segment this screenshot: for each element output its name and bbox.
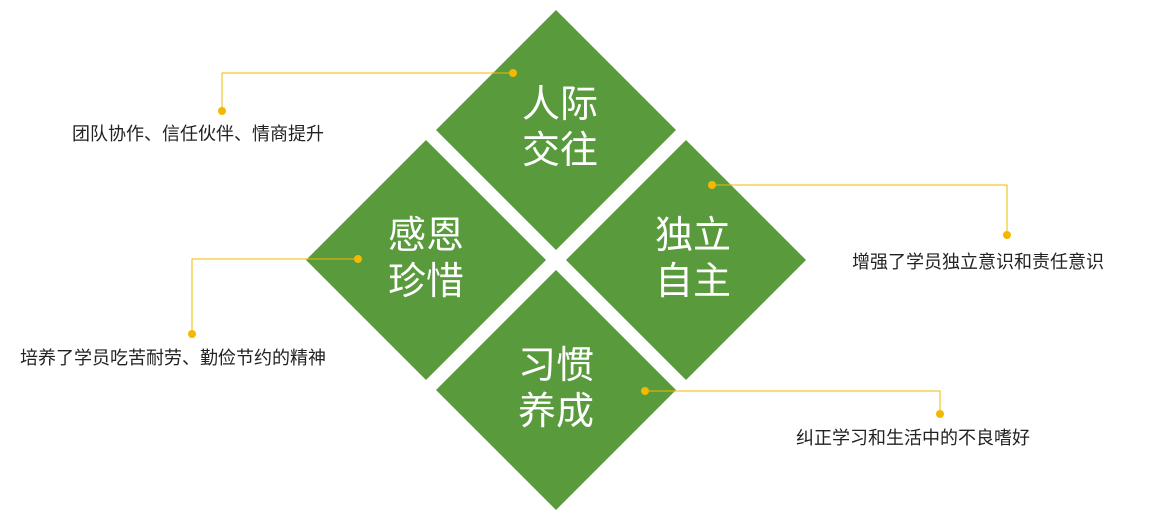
diamond-label-line2: 养成 [518, 389, 594, 433]
diamond-label-line2: 自主 [655, 259, 731, 303]
connectors [191, 72, 1008, 414]
connector-left [191, 258, 358, 334]
dot-icon [641, 387, 649, 395]
caption-right: 增强了学员独立意识和责任意识 [852, 252, 1104, 273]
connector-top [221, 72, 513, 111]
diamond-label-line1: 人际 [522, 82, 598, 126]
dot-icon [936, 410, 944, 418]
diamond-label-line1: 独立 [655, 213, 731, 257]
diamond-top: 人际 交往 [436, 10, 676, 250]
dot-icon [509, 69, 517, 77]
connector-bottom [645, 390, 941, 414]
diamond-label-line1: 感恩 [388, 213, 464, 257]
diamond-label-line1: 习惯 [518, 343, 594, 387]
caption-bottom: 纠正学习和生活中的不良嗜好 [796, 428, 1030, 449]
dot-icon [354, 255, 362, 263]
connector-dots [188, 69, 1011, 418]
dot-icon [188, 330, 196, 338]
diamond-bottom: 习惯 养成 [436, 270, 676, 510]
dot-icon [1003, 231, 1011, 239]
caption-top: 团队协作、信任伙伴、情商提升 [72, 124, 324, 145]
connector-right [712, 184, 1008, 235]
diamond-shape [306, 140, 546, 380]
dot-icon [218, 107, 226, 115]
diamond-shape [436, 10, 676, 250]
caption-left: 培养了学员吃苦耐劳、勤俭节约的精神 [20, 348, 326, 369]
diamond-right: 独立 自主 [566, 140, 806, 380]
diamond-left: 感恩 珍惜 [306, 140, 546, 380]
dot-icon [708, 181, 716, 189]
diamond-shape [436, 270, 676, 510]
diamond-shape [566, 140, 806, 380]
diamond-label-line2: 交往 [522, 128, 598, 172]
diamond-label-line2: 珍惜 [388, 259, 464, 303]
